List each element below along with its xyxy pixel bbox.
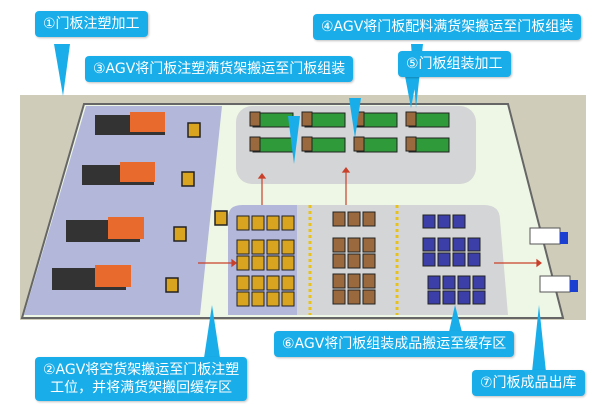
rack (266, 239, 280, 255)
rack (427, 290, 441, 305)
rack (251, 291, 265, 307)
callout-step-7: ⑦门板成品出库 (472, 370, 585, 396)
rack (362, 211, 376, 227)
finished-buffer-racks (422, 214, 486, 305)
callout-step-2-line2: 工位，并将满货架搬回缓存区 (50, 380, 233, 396)
rack (452, 237, 466, 252)
rack (437, 252, 451, 267)
rack (472, 290, 486, 305)
rack (437, 214, 451, 229)
rack (281, 239, 295, 255)
rack (236, 275, 250, 291)
material-buffer-racks (332, 211, 376, 305)
rack (422, 252, 436, 267)
rack (422, 237, 436, 252)
callout-step-2-line1: ②AGV将空货架搬运至门板注塑 (43, 362, 240, 378)
callout-step-6: ⑥AGV将门板组装成品搬运至缓存区 (274, 331, 515, 357)
racks-yellow (165, 122, 228, 293)
rack (266, 291, 280, 307)
rack (266, 215, 280, 231)
molding-zone (24, 106, 222, 315)
rack (332, 253, 346, 269)
injection-buffer-racks (236, 215, 295, 307)
rack (249, 136, 261, 152)
rack (251, 255, 265, 271)
rack (281, 255, 295, 271)
rack (266, 255, 280, 271)
trucks (529, 227, 578, 293)
rack (442, 275, 456, 290)
rack (405, 111, 417, 127)
rack (236, 215, 250, 231)
rack (347, 289, 361, 305)
rack (332, 289, 346, 305)
rack (251, 239, 265, 255)
rack (236, 255, 250, 271)
rack (452, 214, 466, 229)
rack (236, 239, 250, 255)
rack (362, 273, 376, 289)
callout-step-4: ④AGV将门板配料满货架搬运至门板组装 (313, 14, 582, 40)
rack (442, 290, 456, 305)
injection-machines (52, 112, 165, 290)
rack (427, 275, 441, 290)
callout-step-3: ③AGV将门板注塑满货架搬运至门板组装 (85, 56, 354, 82)
rack (437, 237, 451, 252)
rack (301, 111, 313, 127)
rack (353, 136, 365, 152)
rack (332, 273, 346, 289)
rack (422, 214, 436, 229)
rack (347, 273, 361, 289)
rack (332, 211, 346, 227)
rack (347, 237, 361, 253)
rack (472, 275, 486, 290)
rack (467, 252, 481, 267)
rack (457, 290, 471, 305)
assembly-stations (249, 111, 450, 153)
flow-arrows (198, 167, 542, 268)
rack (266, 275, 280, 291)
rack (362, 237, 376, 253)
rack (249, 111, 261, 127)
rack (236, 291, 250, 307)
rack (301, 136, 313, 152)
callout-step-2: ②AGV将空货架搬运至门板注塑 工位，并将满货架搬回缓存区 (35, 357, 248, 401)
rack (405, 136, 417, 152)
rack (347, 211, 361, 227)
rack (347, 253, 361, 269)
rack (332, 237, 346, 253)
callout-step-1: ①门板注塑加工 (35, 11, 148, 37)
rack (251, 275, 265, 291)
rack (362, 253, 376, 269)
rack (251, 215, 265, 231)
callout-step-5: ⑤门板组装加工 (398, 51, 511, 77)
rack (457, 275, 471, 290)
rack (362, 289, 376, 305)
rack (281, 215, 295, 231)
rack (452, 252, 466, 267)
rack (281, 275, 295, 291)
rack (281, 291, 295, 307)
rack (467, 237, 481, 252)
